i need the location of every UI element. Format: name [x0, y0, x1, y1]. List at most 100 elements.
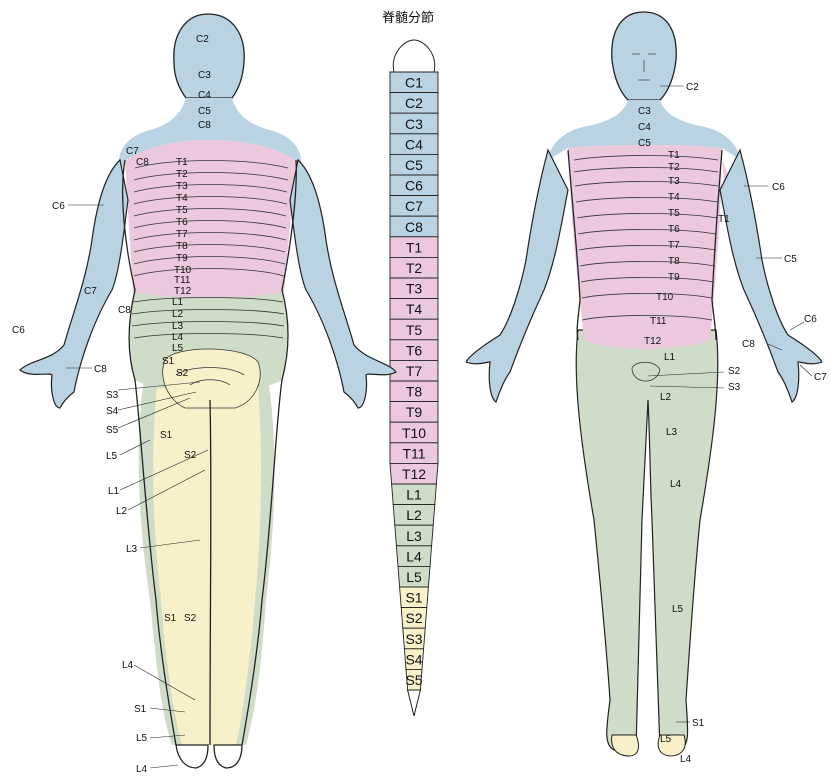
front-label-s2: S2 [728, 366, 741, 377]
spine-label-t8: T8 [406, 384, 423, 400]
spine-label-c1: C1 [405, 75, 423, 91]
front-label-t3: T3 [668, 176, 680, 187]
front-label-t1: T1 [668, 150, 680, 161]
back-label-ankle-l4: L4 [122, 660, 134, 671]
back-label-l2-thigh: L2 [116, 506, 128, 517]
back-label-t9: T9 [176, 253, 188, 264]
back-label-l1: L1 [172, 297, 184, 308]
back-view-figure: C2 C3 C4 C5 C8 C7 C8 T1 T2 T3 T4 T5 T6 T… [12, 14, 396, 774]
spine-label-l4: L4 [406, 548, 422, 564]
back-label-ankle-s1: S1 [134, 704, 147, 715]
back-label-l5: L5 [172, 343, 184, 354]
spine-label-t3: T3 [406, 281, 423, 297]
front-label-arm-t1: T1 [718, 214, 730, 225]
back-label-thigh-s2: S2 [184, 450, 197, 461]
spine-label-c3: C3 [405, 116, 423, 132]
front-head [612, 12, 676, 100]
back-label-t5: T5 [176, 205, 188, 216]
back-label-arm-c6: C6 [52, 201, 65, 212]
spine-label-t10: T10 [402, 425, 426, 441]
back-label-c5: C5 [198, 106, 211, 117]
back-label-c2: C2 [196, 34, 209, 45]
front-label-t8: T8 [668, 256, 680, 267]
spine-label-c5: C5 [405, 157, 423, 173]
spine-label-t9: T9 [406, 404, 423, 420]
back-thoracic-zone [125, 140, 296, 298]
back-label-s4: S4 [106, 406, 119, 417]
front-right-arm [720, 150, 822, 402]
front-legs-lumbar-zone [576, 330, 718, 750]
back-label-l3: L3 [172, 321, 184, 332]
back-label-c8-neck: C8 [198, 120, 211, 131]
front-label-arm-c5: C5 [784, 254, 797, 265]
back-right-arm [290, 160, 396, 408]
back-label-l5-thigh: L5 [106, 451, 118, 462]
spine-label-t12: T12 [402, 466, 426, 482]
spine-label-l5: L5 [406, 569, 422, 585]
spine-label-c6: C6 [405, 178, 423, 194]
front-label-c2: C2 [686, 82, 699, 93]
front-label-t11: T11 [650, 316, 667, 327]
back-label-c7-shoulder: C7 [126, 146, 139, 157]
spine-label-t5: T5 [406, 322, 423, 338]
back-left-foot [176, 745, 208, 768]
front-label-foot-l4: L4 [680, 754, 692, 765]
back-label-t11: T11 [174, 275, 191, 286]
spine-label-c8: C8 [405, 219, 423, 235]
front-left-foot [612, 735, 639, 756]
back-label-t3: T3 [176, 181, 188, 192]
front-label-c5: C5 [638, 138, 651, 149]
front-label-hand-c7: C7 [814, 372, 827, 383]
front-label-s3: S3 [728, 382, 741, 393]
back-label-hand-c8: C8 [94, 364, 107, 375]
back-label-c3: C3 [198, 70, 211, 81]
spine-label-s5: S5 [405, 672, 422, 688]
diagram-title: 脊髄分節 [382, 11, 434, 26]
spine-label-l3: L3 [406, 528, 422, 544]
back-right-foot [214, 745, 242, 768]
back-label-sacral-s2: S2 [176, 368, 189, 379]
back-label-t12: T12 [174, 286, 192, 297]
back-head [174, 14, 244, 98]
front-label-foot-s1: S1 [692, 718, 705, 729]
back-label-l3-thigh: L3 [126, 544, 138, 555]
back-label-calf-s2: S2 [184, 613, 197, 624]
back-label-thigh-s1: S1 [160, 430, 173, 441]
front-label-t6: T6 [668, 224, 680, 235]
spine-label-l2: L2 [406, 507, 422, 523]
spine-label-s4: S4 [405, 651, 422, 667]
back-label-t2: T2 [176, 169, 188, 180]
spine-label-c7: C7 [405, 198, 423, 214]
back-label-s5: S5 [106, 425, 119, 436]
front-label-t7: T7 [668, 240, 680, 251]
front-label-hand-c8: C8 [742, 339, 755, 350]
back-label-c4: C4 [198, 90, 211, 101]
front-label-c4: C4 [638, 122, 651, 133]
front-label-t9: T9 [668, 272, 680, 283]
spine-label-t2: T2 [406, 260, 423, 276]
back-label-t7: T7 [176, 229, 188, 240]
front-label-hand-c6: C6 [804, 314, 817, 325]
front-label-l3: L3 [666, 427, 678, 438]
spine-top-cap [393, 40, 434, 72]
front-label-t2: T2 [668, 162, 680, 173]
spine-label-s2: S2 [405, 610, 422, 626]
spine-label-t11: T11 [402, 445, 425, 461]
back-label-arm-c8: C8 [118, 305, 131, 316]
front-label-t4: T4 [668, 192, 680, 203]
front-label-t12: T12 [644, 336, 662, 347]
front-label-l4: L4 [670, 479, 682, 490]
back-label-hand-c6: C6 [12, 325, 25, 336]
front-label-c3: C3 [638, 106, 651, 117]
spine-label-t6: T6 [406, 342, 423, 358]
back-label-t4: T4 [176, 193, 188, 204]
back-label-foot-l4: L4 [136, 764, 148, 774]
spine-label-c4: C4 [405, 136, 423, 152]
front-label-l1: L1 [664, 352, 676, 363]
front-label-l5: L5 [672, 604, 684, 615]
spine-label-l1: L1 [406, 487, 422, 503]
back-label-l4: L4 [172, 332, 184, 343]
front-label-l2: L2 [660, 392, 672, 403]
